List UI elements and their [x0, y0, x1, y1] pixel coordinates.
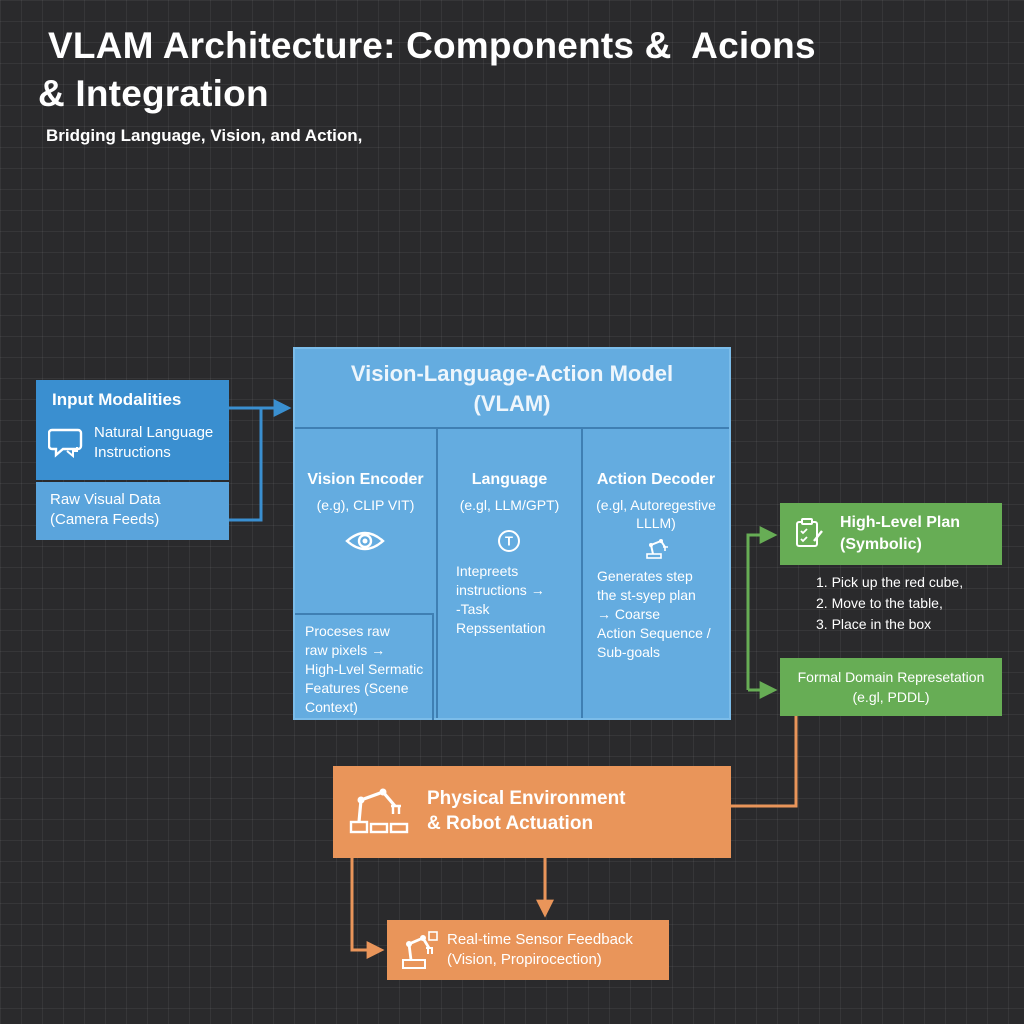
- vision-encoder-example: (e.g), CLIP VIT): [316, 497, 415, 513]
- raw-visual-data-box: Raw Visual Data (Camera Feeds): [36, 482, 229, 540]
- action-desc-line: Action Sequence /: [597, 625, 711, 641]
- plan-title-line-1: High-Level Plan: [840, 514, 961, 531]
- language-title: Language: [471, 471, 548, 488]
- vlam-title-line-1: Vision-Language-Action Model: [350, 361, 674, 386]
- raw-visual-data-label: Raw Visual Data (Camera Feeds): [50, 490, 161, 530]
- high-level-plan-title: High-Level Plan (Symbolic): [840, 512, 960, 556]
- language-example: (e.gl, LLM/GPT): [459, 497, 560, 513]
- action-decoder-example: (e.gl, Autoregestive LLLM): [583, 496, 729, 532]
- physical-environment-box: Physical Environment & Robot Actuation: [333, 766, 731, 858]
- plan-step: 1. Pick up the red cube,: [816, 574, 964, 590]
- input-modalities-box: Input Modalities Natural Language Instru…: [36, 380, 229, 480]
- page-subtitle: Bridging Language, Vision, and Action,: [46, 126, 363, 145]
- environment-title-line-2: & Robot Actuation: [427, 813, 594, 834]
- vision-desc-line: Proceses raw: [305, 623, 390, 639]
- action-decoder-title: Action Decoder: [596, 471, 716, 488]
- robot-arm-icon: [641, 537, 671, 564]
- vlam-title-line-2: (VLAM): [473, 391, 551, 416]
- input-modalities-title: Input Modalities: [52, 390, 182, 409]
- language-desc-line: Intepreets: [456, 563, 519, 579]
- formal-domain-label: Formal Domain Represetation (e.gl, PDDL): [780, 667, 1002, 707]
- language-desc-line: instructions →: [456, 582, 545, 598]
- plan-step: 2. Move to the table,: [816, 595, 943, 611]
- action-desc-line: Generates step: [597, 568, 693, 584]
- input-to-vlam-arrow: [229, 399, 292, 522]
- action-decoder-description: Generates step the st­-syep plan → Coars…: [597, 567, 711, 662]
- robot-arm-icon: [349, 784, 419, 841]
- action-desc-line: the st­-syep plan: [597, 587, 696, 603]
- vision-desc-line: High-Lvel Sermatic: [305, 661, 424, 677]
- formal-domain-box: Formal Domain Represetation (e.gl, PDDL): [780, 658, 1002, 716]
- formal-domain-line-1: Formal Domain Represetation: [797, 669, 985, 685]
- language-desc-line: Repssentation: [456, 620, 546, 636]
- environment-title-line-1: Physical Environment: [427, 788, 626, 809]
- language-icon-letter: T: [505, 534, 513, 549]
- natural-language-label: Natural Language Instructions: [94, 423, 213, 463]
- vlam-title: Vision-Language-Action Model (VLAM): [295, 359, 729, 419]
- feedback-line-1: Real-time Sensor Feedback: [447, 931, 633, 948]
- raw-visual-line-1: Raw Visual Data: [50, 491, 161, 508]
- action-desc-line: Sub-goals: [597, 644, 661, 660]
- action-decoder-column: Action Decoder (e.gl, Autoregestive LLLM…: [581, 427, 729, 718]
- plan-steps-list: 1. Pick up the red cube, 2. Move to the …: [816, 572, 963, 635]
- chat-bubble-icon: [47, 426, 84, 463]
- vision-desc-line: Context): [305, 699, 358, 715]
- vision-desc-line: Features (Scene: [305, 680, 409, 696]
- page-title-line-1: VLAM Architecture: Components & Acions: [48, 25, 816, 66]
- sensor-feedback-label: Real-time Sensor Feedback (Vision, Propi…: [447, 930, 633, 970]
- vision-encoder-title: Vision Encoder: [307, 471, 424, 488]
- plan-title-line-2: (Symbolic): [840, 536, 922, 553]
- vision-encoder-description-box: Proceses raw raw pixels → High-Lvel Serm…: [295, 613, 434, 720]
- physical-environment-title: Physical Environment & Robot Actuation: [427, 786, 626, 836]
- page-title-line-2: & Integration: [38, 73, 269, 114]
- plan-step: 3. Place in the box: [816, 616, 932, 632]
- vision-encoder-description: Proceses raw raw pixels → High-Lvel Serm…: [305, 622, 423, 717]
- vision-encoder-column: Vision Encoder (e.g), CLIP VIT) Proceses…: [295, 427, 436, 720]
- vlam-to-plan-arrows: [746, 526, 778, 699]
- action-example-line: LLLM): [636, 515, 676, 531]
- language-desc-line: -Task: [456, 601, 490, 617]
- page-title: VLAM Architecture: Components & Acions &…: [38, 22, 938, 118]
- checklist-icon: [794, 517, 824, 554]
- language-description: Intepreets instructions → -Task Repssent…: [456, 562, 546, 638]
- action-desc-line: → Coarse: [597, 606, 661, 622]
- robot-arm-icon: [397, 930, 439, 975]
- natural-language-line-2: Instructions: [94, 444, 171, 461]
- formal-domain-line-2: (e.gl, PDDL): [852, 689, 930, 705]
- high-level-plan-box: High-Level Plan (Symbolic): [780, 503, 1002, 565]
- sensor-feedback-box: Real-time Sensor Feedback (Vision, Propi…: [387, 920, 669, 980]
- text-circle-icon: T: [497, 529, 521, 558]
- action-example-line: (e.gl, Autoregestive: [596, 497, 716, 513]
- feedback-line-2: (Vision, Propirocection): [447, 951, 602, 968]
- plan-to-environment-arrows: [350, 716, 798, 959]
- natural-language-line-1: Natural Language: [94, 424, 214, 441]
- vision-desc-line: raw pixels →: [305, 642, 386, 658]
- language-column: Language (e.gl, LLM/GPT) T Intepreets in…: [436, 427, 581, 718]
- eye-icon: [345, 529, 385, 558]
- vlam-box: Vision-Language-Action Model (VLAM) Visi…: [293, 347, 731, 720]
- raw-visual-line-2: (Camera Feeds): [50, 511, 160, 528]
